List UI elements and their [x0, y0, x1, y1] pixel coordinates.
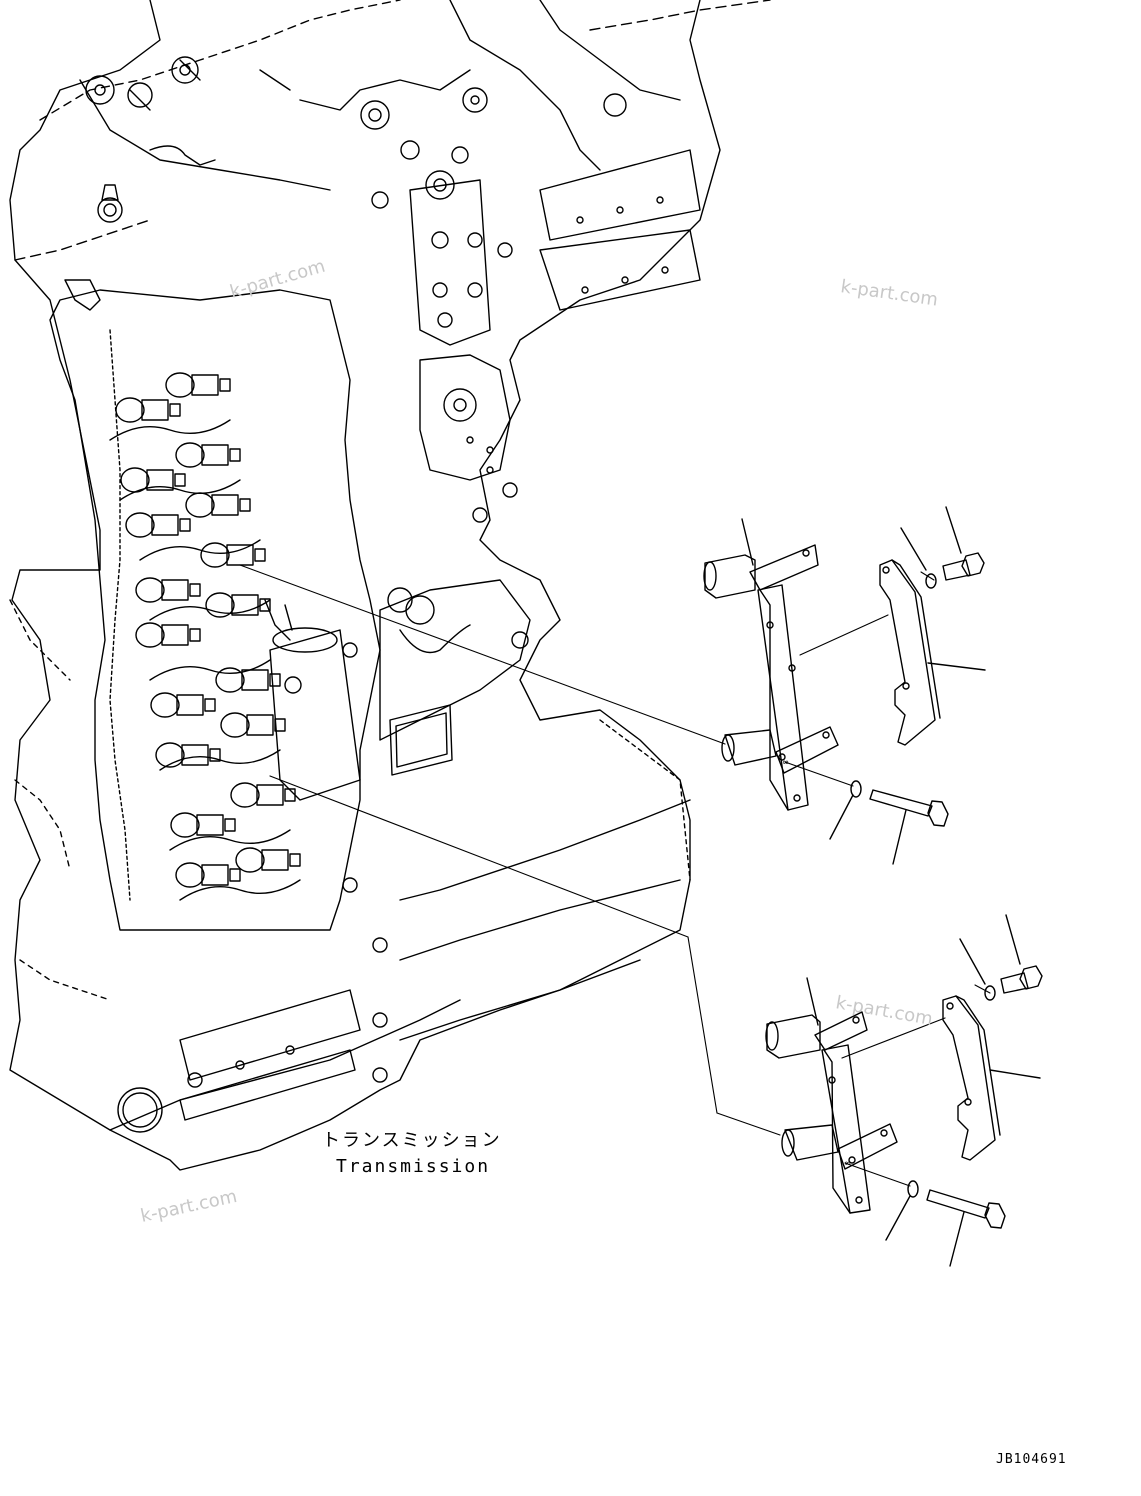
solenoid-coil	[135, 577, 165, 603]
solenoid-coil	[185, 492, 215, 518]
transmission-assembly	[9, 0, 771, 1171]
solenoid-plug	[274, 718, 286, 732]
solenoid-valve-stack	[115, 372, 301, 888]
solenoid-connector	[191, 374, 219, 396]
transmission-housing	[9, 0, 721, 1171]
solenoid-coil	[215, 667, 245, 693]
svg-text:∞: ∞	[845, 1159, 851, 1169]
upper-washer-top	[925, 573, 937, 589]
solenoid-connector	[201, 444, 229, 466]
upper-bolt-top	[942, 552, 985, 581]
filter-canister	[269, 629, 361, 801]
solenoid-coil	[115, 397, 145, 423]
lower-cover-plate	[942, 995, 1001, 1161]
solenoid-plug	[224, 818, 236, 832]
solenoid-coil	[155, 742, 185, 768]
solenoid-connector	[151, 514, 179, 536]
solenoid-coil	[205, 592, 235, 618]
solenoid-connector	[161, 579, 189, 601]
solenoid-connector	[246, 714, 274, 736]
solenoid-coil	[175, 442, 205, 468]
solenoid-plug	[289, 853, 301, 867]
solenoid-coil	[135, 622, 165, 648]
solenoid-plug	[259, 598, 271, 612]
upper-bolt-bottom	[869, 789, 949, 827]
solenoid-plug	[169, 403, 181, 417]
solenoid-plug	[204, 698, 216, 712]
solenoid-coil	[235, 847, 265, 873]
upper-washer-bottom	[850, 780, 862, 798]
solenoid-connector	[256, 784, 284, 806]
solenoid-connector	[161, 624, 189, 646]
solenoid-plug	[239, 498, 251, 512]
solenoid-plug	[209, 748, 221, 762]
transmission-label-jp: トランスミッション	[322, 1130, 502, 1151]
solenoid-coil	[200, 542, 230, 568]
solenoid-coil	[165, 372, 195, 398]
solenoid-plug	[219, 378, 231, 392]
solenoid-coil	[150, 692, 180, 718]
solenoid-connector	[241, 669, 269, 691]
lower-bolt-top	[1000, 965, 1043, 994]
watermark-2: k-part.com	[839, 276, 939, 310]
solenoid-coil	[220, 712, 250, 738]
solenoid-coil	[230, 782, 260, 808]
solenoid-connector	[211, 494, 239, 516]
solenoid-plug	[229, 868, 241, 882]
solenoid-coil	[125, 512, 155, 538]
solenoid-connector	[141, 399, 169, 421]
lower-mounting-bracket: ∞	[765, 1011, 898, 1214]
lower-bracket-assembly: ∞	[765, 914, 1043, 1267]
svg-text:∞: ∞	[783, 758, 789, 768]
solenoid-plug	[189, 628, 201, 642]
transmission-label-en: Transmission	[336, 1156, 490, 1177]
solenoid-connector	[176, 694, 204, 716]
solenoid-plug	[269, 673, 281, 687]
solenoid-plug	[179, 518, 191, 532]
upper-bracket-assembly: ∞	[703, 506, 986, 865]
solenoid-connector	[226, 544, 254, 566]
drawing-id: JB104691	[996, 1452, 1067, 1467]
solenoid-connector	[146, 469, 174, 491]
leader-lines	[239, 564, 991, 1187]
solenoid-connector	[231, 594, 259, 616]
lower-washer-bottom	[907, 1180, 919, 1198]
lower-bolt-bottom	[926, 1189, 1006, 1229]
watermark-3: k-part.com	[834, 992, 934, 1030]
valve-flange-plate	[49, 289, 381, 931]
solenoid-connector	[261, 849, 289, 871]
upper-mounting-bracket: ∞	[703, 544, 839, 811]
watermark-4: k-part.com	[139, 1186, 239, 1227]
solenoid-connector	[201, 864, 229, 886]
solenoid-plug	[229, 448, 241, 462]
upper-cover-plate	[879, 559, 941, 746]
solenoid-plug	[174, 473, 186, 487]
lower-washer-top	[984, 985, 996, 1001]
solenoid-connector	[181, 744, 209, 766]
watermark-1: k-part.com	[228, 256, 328, 303]
solenoid-connector	[196, 814, 224, 836]
solenoid-plug	[189, 583, 201, 597]
solenoid-coil	[175, 862, 205, 888]
solenoid-plug	[254, 548, 266, 562]
solenoid-coil	[170, 812, 200, 838]
